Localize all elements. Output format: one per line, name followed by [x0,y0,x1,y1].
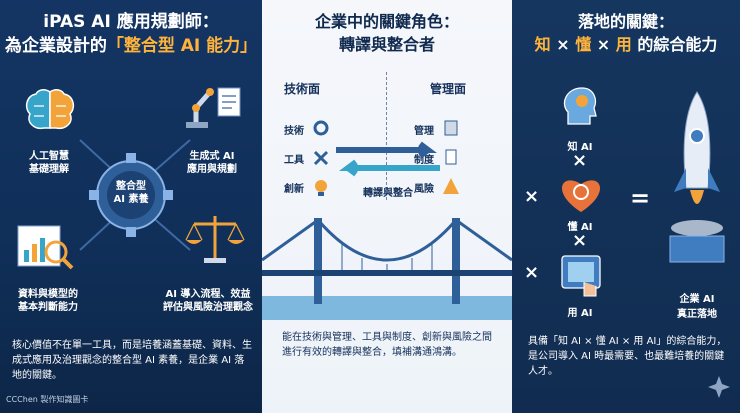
mid-title-line1: 企業中的關鍵角色： [314,12,459,31]
middle-panel: 企業中的關鍵角色： 轉譯與整合者 技術面 管理面 技術 工具 創新 管理 制度 … [262,0,512,413]
know-ai-label: 知 AI [567,142,593,153]
times-symbol-2: × [524,186,540,207]
tech-icons [313,120,329,196]
rocket-icon [669,91,725,263]
right-title: 落地的關鍵： 知 × 懂 × 用 的綜合能力 [512,10,740,56]
left-title-accent: 「整合型 AI 能力」 [106,36,258,56]
credit-text: CCChen 製作知識圖卡 [6,395,89,404]
understand-ai-label: 懂 AI [567,222,593,233]
right-footer-text: 具備「知 AI × 懂 AI × 用 AI」的綜合能力，是公司導入 AI 時最需… [528,336,727,377]
right-title-line1: 落地的關鍵： [577,12,674,31]
left-title-line2: 為企業設計的「整合型 AI 能力」 [4,36,258,56]
left-title-line1: iPAS AI 應用規劃師： [43,12,219,32]
times-symbol-4: × [524,262,540,283]
chart-magnifier-icon [17,225,74,270]
arrow-label: 轉譯與整合 [363,188,413,199]
head-lightbulb-icon [563,87,597,125]
divider-line [386,72,387,200]
tech-item-innovation: 創新 [284,184,304,195]
mgmt-item-risk: 風險 [414,184,434,195]
tech-item-tools: 工具 [284,155,304,166]
tools-icon [313,150,329,166]
heart-gear-icon [561,180,601,212]
tablet-hand-icon [561,255,601,297]
mgmt-heading: 管理面 [430,82,467,96]
scale-icon [185,216,245,263]
mid-title-line2: 轉譯與整合者 [338,35,435,54]
mgmt-item-manage: 管理 [414,126,434,137]
brain-icon [25,89,75,130]
bridge-icon [262,217,512,320]
robot-arm-icon [186,87,241,128]
mgmt-icons [443,120,459,194]
sparkle-icon [708,376,730,398]
left-panel: iPAS AI 應用規劃師： 為企業設計的「整合型 AI 能力」 人工智慧基礎理… [0,0,262,413]
tech-heading: 技術面 [284,82,321,96]
equals-symbol: = [630,184,651,212]
mid-footer-text: 能在技術與管理、工具與制度、創新與風險之間進行有效的轉譯與整合，填補溝通鴻溝。 [282,332,492,358]
mid-title: 企業中的關鍵角色： 轉譯與整合者 [262,10,512,56]
times-symbol-3: × [572,230,588,251]
warning-icon [443,178,459,194]
skill-label-ai-basics: 人工智慧基礎理解 [29,151,69,175]
exchange-arrows [336,141,440,177]
gear-icon [89,153,173,237]
left-title: iPAS AI 應用規劃師： 為企業設計的「整合型 AI 能力」 [0,10,262,58]
document-icon [445,149,457,165]
left-footer-text: 核心價值不在單一工具，而是培養涵蓋基礎、資料、生成式應用及治理觀念的整合型 AI… [12,340,252,381]
times-symbol-1: × [572,150,588,171]
tech-item-tech: 技術 [284,126,304,137]
skill-label-governance: AI 導入流程、效益評估與風險治理觀念 [163,289,253,313]
right-panel: 落地的關鍵： 知 × 懂 × 用 的綜合能力 知 AI × × 懂 AI × ×… [512,0,740,413]
lightbulb-icon [315,180,327,192]
right-title-line2: 知 × 懂 × 用 的綜合能力 [534,35,718,54]
use-ai-label: 用 AI [567,308,593,319]
businessperson-icon [444,120,458,136]
mgmt-item-system: 制度 [414,155,434,166]
gear-small-icon [313,120,329,136]
skill-label-data-model: 資料與模型的基本判斷能力 [18,289,78,313]
